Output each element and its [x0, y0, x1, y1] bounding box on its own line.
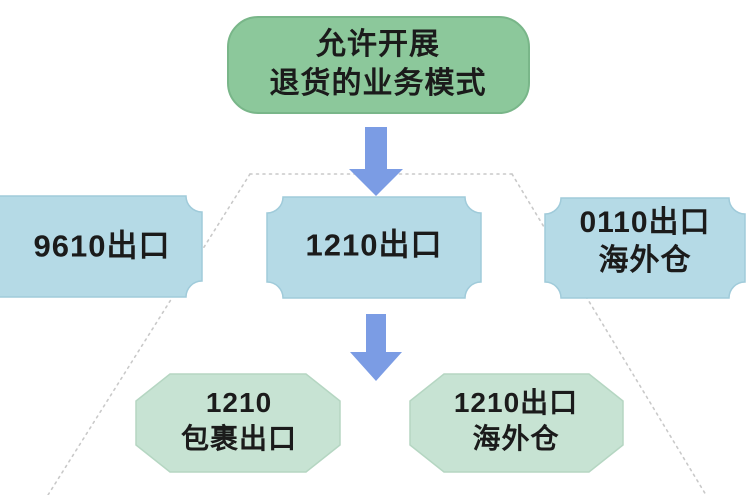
node-1210-parcel-export-label: 1210 包裹出口: [180, 387, 298, 454]
node-1210-export-overseas-shape: [409, 373, 624, 473]
down-arrow-middle-icon: [350, 314, 402, 381]
root-node-shape: [227, 16, 530, 114]
node-1210-export-shape: [266, 196, 482, 299]
node-1210-parcel-export-shape: [135, 373, 341, 473]
connector-right-diagonal-line: [511, 173, 707, 495]
node-9610-export-shape: [0, 195, 203, 298]
node-0110-export-overseas-label: 0110出口 海外仓: [579, 206, 711, 277]
connector-left-diagonal-line: [47, 173, 251, 495]
root-node-label-line1: 允许开展: [316, 28, 440, 61]
down-arrow-top-icon: [349, 127, 403, 196]
root-node-label-line2: 退货的业务模式: [269, 67, 487, 100]
node-9610-export-label: 9610出口: [33, 228, 171, 264]
root-node-label: 允许开展 退货的业务模式: [270, 25, 487, 103]
node-0110-export-overseas-shape: [544, 197, 746, 299]
node-1210-export-overseas-label: 1210出口 海外仓: [453, 387, 579, 454]
node-1210-export-label: 1210出口: [305, 227, 443, 263]
